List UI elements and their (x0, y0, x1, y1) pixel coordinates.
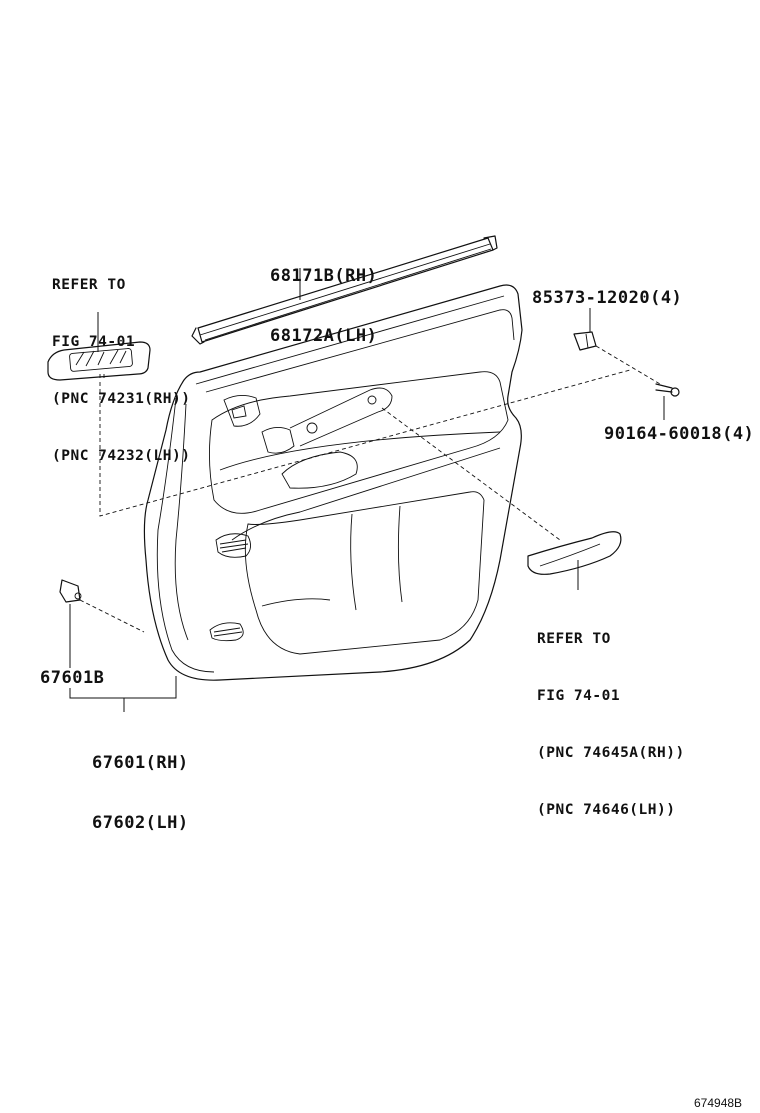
board-bracket (69, 676, 177, 712)
weatherstrip-part (191, 235, 498, 345)
clip-part (573, 331, 597, 351)
handle-ref-line-3: (PNC 74645A(RH)) (537, 745, 685, 761)
handle-install-line (381, 407, 561, 541)
handle-reference-label: REFER TO FIG 74-01 (PNC 74645A(RH)) (PNC… (537, 592, 685, 858)
handle-ref-line-1: REFER TO (537, 631, 611, 647)
weatherstrip-label: 68171B(RH) 68172A(LH) (270, 226, 377, 386)
screw-label: 90164-60018(4) (604, 424, 755, 444)
board-rh: 67601(RH) (92, 753, 189, 773)
switch-ref-line-3: (PNC 74231(RH)) (52, 391, 191, 407)
handle-ref-line-2: FIG 74-01 (537, 688, 621, 704)
board-lh: 67602(LH) (92, 813, 189, 833)
clip-install-line (595, 345, 661, 385)
retainer-install-line (79, 599, 145, 633)
board-label: 67601(RH) 67602(LH) (92, 713, 189, 873)
switch-install-line (99, 369, 631, 517)
switch-ref-line-4: (PNC 74232(LH)) (52, 448, 191, 464)
handle-bezel-part (527, 531, 622, 575)
clip-label: 85373-12020(4) (532, 288, 683, 308)
weatherstrip-rh: 68171B(RH) (270, 266, 378, 286)
figure-code: 674948B (694, 1096, 743, 1110)
handle-ref-line-4: (PNC 74646(LH)) (537, 802, 676, 818)
retainer-label: 67601B (40, 668, 105, 688)
switch-ref-line-1: REFER TO (52, 277, 126, 293)
retainer-part (59, 579, 82, 603)
switch-reference-label: REFER TO FIG 74-01 (PNC 74231(RH)) (PNC … (52, 238, 190, 504)
screw-part (655, 383, 680, 397)
door-trim-board-part (143, 284, 523, 681)
switch-ref-line-2: FIG 74-01 (52, 334, 136, 350)
weatherstrip-lh: 68172A(LH) (270, 326, 378, 346)
switch-bezel-part (47, 341, 151, 381)
